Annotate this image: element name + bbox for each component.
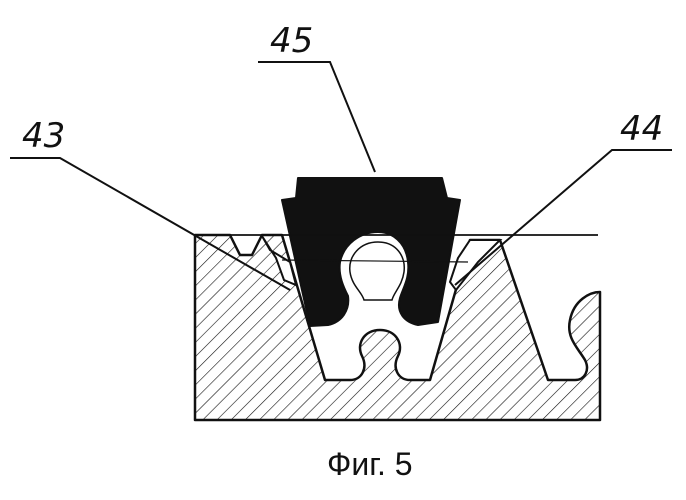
label-43: 43 [22, 116, 65, 156]
label-44: 44 [620, 109, 663, 149]
figure-caption: Фиг. 5 [327, 446, 413, 482]
leader-line-45 [258, 62, 375, 172]
profile-keyhole [350, 242, 404, 300]
label-45: 45 [270, 21, 313, 61]
